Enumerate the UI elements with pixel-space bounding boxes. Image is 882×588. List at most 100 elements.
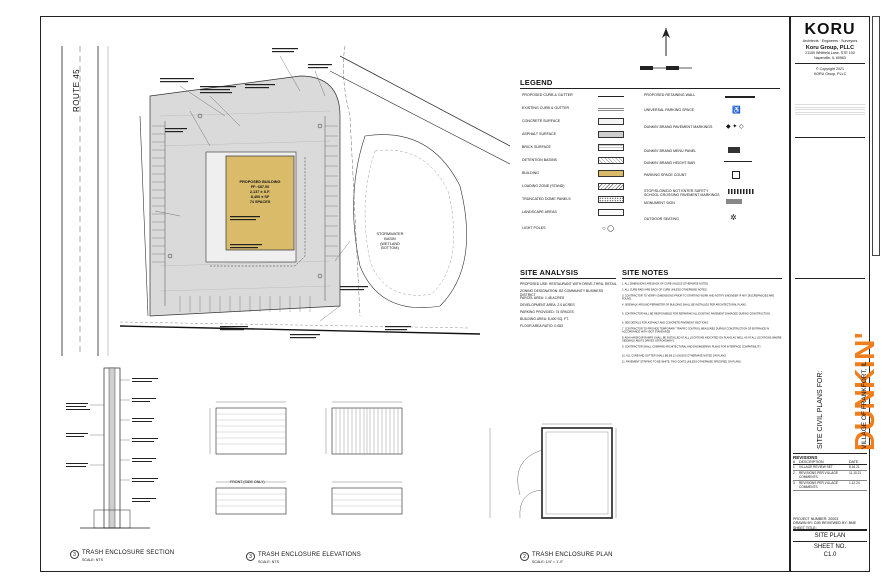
legend-label: DUNKIN' BRAND HEIGHT BAR [644,161,695,165]
site-note: 10. ALL CURB AND GUTTER SHALL BE B6.12 U… [622,354,727,357]
legend-swatch [598,108,624,111]
detail-title: TRASH ENCLOSURE SECTION [82,550,175,556]
legend-label: DETENTION BASINS [522,158,557,162]
route-label: ROUTE 45 [72,68,81,112]
rev-cell: 1 [793,465,795,469]
legend-label: PROPOSED CURB & GUTTER [522,93,573,97]
meta-line: SHEET TITLE: [793,526,867,532]
rev-header: # DESCRIPTION DATE [793,460,867,465]
crossing-swatch [728,189,754,194]
site-note: 1. ALL DIMENSIONS ARE BACK OF CURB UNLES… [622,282,709,285]
rev-cell: REVISIONS PER VILLAGE COMMENTS [799,480,838,490]
legend-label: ASPHALT SURFACE [522,132,557,136]
legend-label: UNIVERSAL PARKING SPACE [644,108,695,112]
legend-swatch [598,96,624,97]
basin-line: STORMWATER [376,232,404,236]
north-arrow-icon [640,28,692,70]
rev-col: DATE [849,460,859,464]
legend-row: CONCRETE SURFACE UNIVERSAL PARKING SPACE… [520,107,776,129]
legend-row: ASPHALT SURFACE DUNKIN' BRAND PAVEMENT M… [520,124,776,142]
rev-cell: 3 [793,480,795,485]
building-line: PROPOSED BUILDING [239,180,281,184]
detail-title: TRASH ENCLOSURE PLAN [532,552,613,558]
legend-label: BUILDING [522,171,539,175]
legend-swatch [728,147,740,153]
copyright: © Copyright 2021 [815,67,845,72]
building-swatch [598,170,624,177]
site-note: 3. CONTRACTOR TO VERIFY DIMENSIONS PRIOR… [622,294,775,300]
legend-swatch [598,131,624,138]
legend-label: PARKING SPACE COUNT [644,173,687,177]
legend-row: TRUNCATED DOME PANELS [520,194,776,207]
accessible-icon: ♿ [732,107,741,114]
height-bar-swatch [724,161,752,162]
legend-label: DUNKIN' BRAND MENU PANEL [644,149,697,153]
count-box [732,171,740,179]
meta-line: PROJECT NUMBER: 20003 [793,517,839,521]
legend-row: LIGHT POLES ○ ◯ [520,223,776,236]
site-note: 7. CONTRACTOR TO PROVIDE TEMPORARY TRAFF… [622,327,770,333]
legend-title: LEGEND [520,78,553,87]
building-line: 74 SPACES [249,200,271,204]
sheet-number: C1.0 [823,552,837,559]
legend-label: STOP/SLOW/DO NOT ENTER SAFETY SCHOOL CRO… [644,189,720,197]
legend-label: DUNKIN' BRAND PAVEMENT MARKINGS [644,125,713,129]
site-analysis-line: DEVELOPMENT AREA: 2.0 ACRES [520,303,575,307]
rev-row: 1 VILLAGE REVIEW SET 8.16.21 [793,465,867,471]
detail-number: 2 [520,552,529,561]
title-block: KORU Architects · Engineers · Surveyors … [790,16,880,572]
firm-logo: KORU [804,21,856,38]
site-analysis-line: ZONING DESIGNATION: B2 COMMUNITY BUSINES… [520,289,604,297]
legend-row: DETENTION BASINS DUNKIN' BRAND MENU PANE… [520,147,776,168]
sheet-border [40,16,790,572]
legend-swatch [598,196,624,203]
rev-cell: 8.16.21 [849,465,860,469]
legend-row: BUILDING PARKING SPACE COUNT [520,168,776,181]
project-location: VILLAGE OF FRANKFORT, IL [861,361,868,449]
site-analysis-line: PARKING PROVIDED: 74 SPACES [520,310,574,314]
basin-line: (WETLAND [380,241,400,246]
firm-name: Koru Group, PLLC [805,45,855,52]
detail-title: TRASH ENCLOSURE ELEVATIONS [258,552,361,558]
light-pole-icon: ○ ◯ [602,226,615,232]
site-notes-title: SITE NOTES [622,268,669,277]
site-note: 2. ALL CURB RADII ARE BACK OF CURB UNLES… [622,288,708,291]
legend-row: LOADING ZONE (STAND) STOP/SLOW/DO NOT EN… [520,181,776,197]
detail-number: 3 [70,550,79,559]
legend-row: BRICK SURFACE [520,142,776,155]
site-analysis-line: FLOOR AREA RATIO: 0.083 [520,324,563,328]
trash-enclosure-plan [489,423,617,519]
side-strip [872,16,880,256]
legend-swatch [726,199,742,204]
site-plan-drawing [61,45,510,356]
legend-row: EXISTING CURB & GUTTER [520,103,776,116]
legend-label: OUTDOOR SEATING [644,217,679,221]
firm-tagline: Architects · Engineers · Surveyors [802,39,858,43]
sheet-no-label: SHEET NO. [813,544,847,551]
revisions-table: REVISIONS # DESCRIPTION DATE 1 VILLAGE R… [793,453,867,530]
project-name-block: SITE CIVIL PLANS FOR: DUNKIN' VILLAGE OF… [795,289,880,451]
building-line: 8,400 ± SF [250,195,270,199]
detail-number: 3 [246,552,255,561]
firm-address: Naperville, IL 60563 [814,55,846,60]
site-note: 6. SEE DETAILS FOR ASPHALT AND CONCRETE … [622,321,709,324]
legend-label: CONCRETE SURFACE [522,119,561,123]
sheet-info: PROJECT NUMBER: 20003 DRAWN BY: DJB REVI… [793,517,867,558]
site-note: 11. PAVEMENT STRIPING TO BE WHITE, TWO C… [622,360,742,363]
rev-cell: 11.10.21 [849,470,862,475]
rev-cell: REVISIONS PER VILLAGE COMMENTS [799,470,838,480]
building-line: FF: 687.00 [250,185,270,189]
legend-label: EXISTING CURB & GUTTER [522,106,570,110]
site-note: 8. ADA HANDICAP RAMPS SHALL BE INSTALLED… [622,336,782,342]
legend-label: MONUMENT SIGN [644,201,675,205]
stormwater-basin-label: STORMWATER BASIN (WETLAND BOTTOM) [360,232,420,251]
building-label: PROPOSED BUILDING FF: 687.00 2,137 ± S.F… [226,180,294,205]
building-line: 2,137 ± S.F. [249,190,271,194]
rev-row: 2 REVISIONS PER VILLAGE COMMENTS 11.10.2… [793,471,867,481]
legend-label: LOADING ZONE (STAND) [522,184,565,188]
trash-enclosure-details [66,367,403,529]
site-analysis-line: BUILDING AREA: 8,400 SQ. FT. [520,317,569,321]
pavement-marking-icon: ◆ ✦ ◇ [726,124,744,130]
meta-line: DRAWN BY: DJB REVIEWED BY: BNE [793,521,856,526]
revisions-title: REVISIONS [793,453,867,460]
